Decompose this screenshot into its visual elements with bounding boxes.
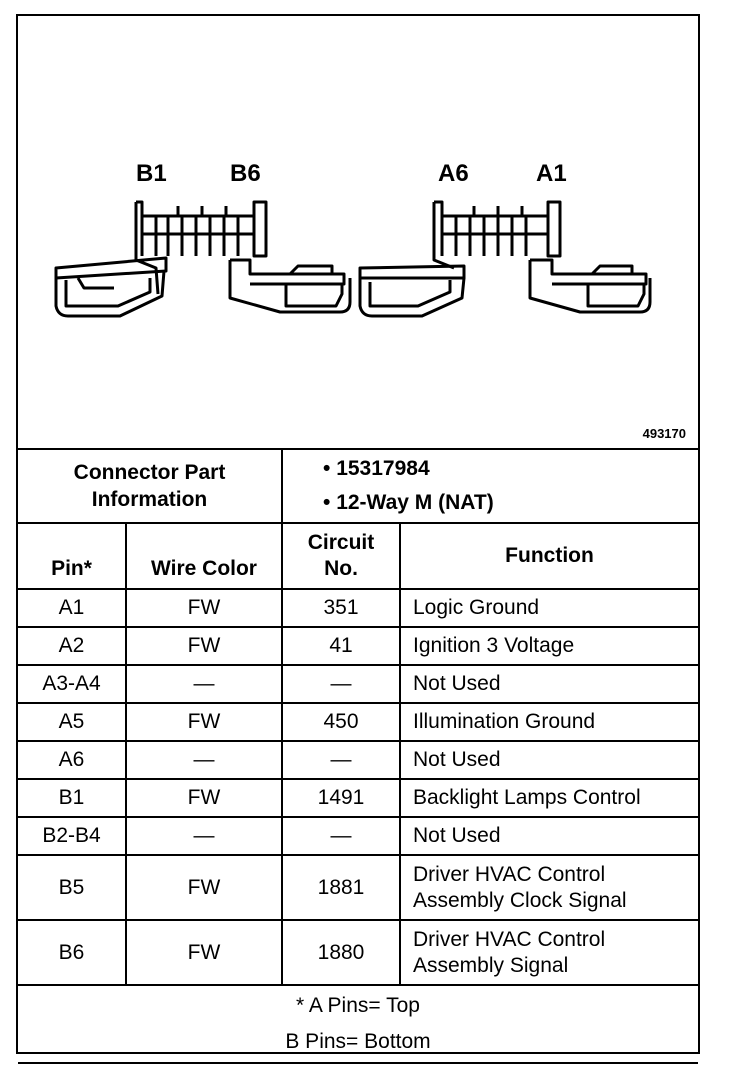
function-cell: Driver HVAC Control Assembly Clock Signa… [398,854,699,921]
part-description-value: 12-Way M (NAT) [336,491,494,514]
bullet: • [323,491,331,514]
function-line: Driver HVAC Control [413,862,606,886]
label-b6: B6 [230,160,261,187]
figure-id: 493170 [642,426,686,441]
pin-cell: A5 [18,702,127,742]
part-description: • 12-Way M (NAT) [323,486,698,520]
pin-cell: B6 [18,919,127,986]
part-number: • 15317984 [323,452,698,486]
header-function: Function [398,522,699,590]
part-info-label-line2: Information [91,488,208,511]
function-cell: Illumination Ground [398,702,699,742]
circuit-cell: — [281,740,401,780]
table-row: B5 FW 1881 Driver HVAC Control Assembly … [18,854,699,921]
table-row: A2 FW 41 Ignition 3 Voltage [18,626,699,666]
function-cell: Logic Ground [398,588,699,628]
table-row: A6 — — Not Used [18,740,699,780]
function-cell: Backlight Lamps Control [398,778,699,818]
table-row: B6 FW 1880 Driver HVAC Control Assembly … [18,919,699,986]
left-connector [54,200,352,318]
connector-diagram: B1 B6 A6 A1 493170 [18,16,698,448]
wire-color-cell: — [125,740,283,780]
circuit-cell: 1881 [281,854,401,921]
header-pin: Pin* [18,522,127,590]
header-row: Pin* Wire Color Circuit No. Function [18,522,699,590]
pin-cell: A2 [18,626,127,666]
table-row: A3-A4 — — Not Used [18,664,699,704]
function-cell: Not Used [398,816,699,856]
function-cell: Not Used [398,664,699,704]
wire-color-cell: — [125,816,283,856]
wire-color-cell: FW [125,778,283,818]
pin-cell: B1 [18,778,127,818]
connector-drawing: B1 B6 A6 A1 [54,160,652,318]
circuit-cell: 351 [281,588,401,628]
circuit-cell: 1880 [281,919,401,986]
part-info-label-line1: Connector Part [73,461,226,484]
label-b1: B1 [136,160,167,187]
header-wire-color: Wire Color [125,522,283,590]
wire-color-cell: FW [125,702,283,742]
wire-color-cell: FW [125,626,283,666]
function-cell: Driver HVAC Control Assembly Signal [398,919,699,986]
part-info-values: • 15317984 • 12-Way M (NAT) [280,448,699,524]
footnote-line1: * A Pins= Top [296,994,420,1017]
footnote-row: * A Pins= Top B Pins= Bottom [18,984,699,1064]
header-circuit: Circuit No. [281,522,401,590]
pin-cell: A3-A4 [18,664,127,704]
circuit-cell: 450 [281,702,401,742]
bullet: • [323,457,331,480]
pin-cell: B2-B4 [18,816,127,856]
table-row: B1 FW 1491 Backlight Lamps Control [18,778,699,818]
footnote-line2: B Pins= Bottom [285,1030,431,1053]
wire-color-cell: FW [125,854,283,921]
wire-color-cell: FW [125,588,283,628]
part-info-label: Connector Part Information [18,448,283,524]
label-a6: A6 [438,160,469,187]
part-number-value: 15317984 [336,457,430,480]
circuit-cell: — [281,816,401,856]
pin-cell: B5 [18,854,127,921]
pin-cell: A1 [18,588,127,628]
footnote: * A Pins= Top B Pins= Bottom [18,984,699,1064]
table-row: B2-B4 — — Not Used [18,816,699,856]
part-info-row: Connector Part Information • 15317984 • … [18,448,699,524]
table-row: A1 FW 351 Logic Ground [18,588,699,628]
function-line: Assembly Signal [413,953,569,977]
connector-sheet: B1 B6 A6 A1 493170 Connector Part Inform… [16,14,700,1064]
label-a1: A1 [536,160,567,187]
pin-cell: A6 [18,740,127,780]
wire-color-cell: FW [125,919,283,986]
function-cell: Not Used [398,740,699,780]
circuit-cell: 1491 [281,778,401,818]
connector-table: Connector Part Information • 15317984 • … [18,448,699,1064]
function-line: Assembly Clock Signal [413,888,627,912]
function-line: Driver HVAC Control [413,927,606,951]
function-cell: Ignition 3 Voltage [398,626,699,666]
circuit-cell: — [281,664,401,704]
table-row: A5 FW 450 Illumination Ground [18,702,699,742]
wire-color-cell: — [125,664,283,704]
circuit-cell: 41 [281,626,401,666]
right-connector [358,200,652,318]
